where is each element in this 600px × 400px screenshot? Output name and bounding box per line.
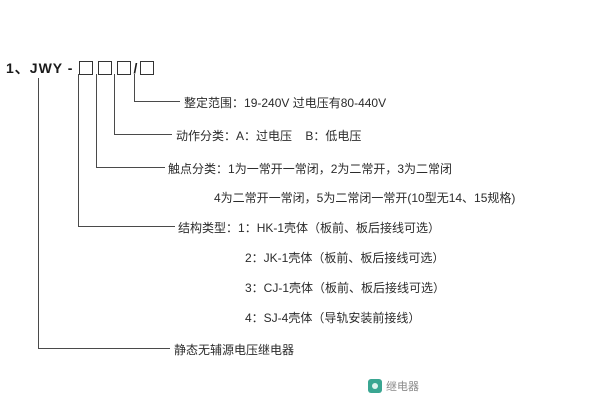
field-structure-label: 结构类型： — [178, 221, 239, 235]
field-action-label: 动作分类： — [176, 129, 237, 143]
connector-line-range — [134, 74, 135, 102]
connector-line-action — [114, 74, 115, 135]
connector-line-contact — [96, 74, 97, 168]
field-contact-value: 1为一常开一常闭，2为二常开，3为二常闭 — [228, 162, 453, 176]
field-contact-line2: 4为二常开一常闭，5为二常闭一常开(10型无14、15规格) — [214, 189, 515, 206]
field-structure-option-1: 1：HK-1壳体（板前、板后接线可选） — [238, 221, 441, 235]
field-structure-line2: 2：JK-1壳体（板前、板后接线可选） — [245, 249, 444, 266]
connector-line-contact-h — [96, 167, 165, 168]
field-structure-option-2: 2：JK-1壳体（板前、板后接线可选） — [245, 251, 445, 265]
field-structure: 结构类型： 1：HK-1壳体（板前、板后接线可选） — [178, 219, 440, 236]
model-digit-box-3 — [117, 61, 132, 75]
connector-line-action-h — [114, 134, 172, 135]
connector-line-structure-h — [78, 226, 175, 227]
model-digit-box-4 — [140, 61, 155, 75]
model-prefix-label: 1、JWY - — [6, 60, 74, 76]
watermark: 继电器 — [368, 378, 419, 394]
field-product-value: 静态无辅源电压继电器 — [174, 343, 295, 357]
field-range-label: 整定范围： — [184, 96, 245, 110]
field-range: 整定范围： 19-240V 过电压有80-440V — [184, 94, 386, 111]
field-structure-line4: 4：SJ-4壳体（导轨安装前接线） — [245, 309, 420, 326]
watermark-logo-icon — [368, 379, 382, 393]
field-structure-option-4: 4：SJ-4壳体（导轨安装前接线） — [245, 311, 421, 325]
model-designation: 1、JWY - / — [6, 58, 155, 78]
field-contact-label: 触点分类： — [168, 162, 229, 176]
field-contact-value2: 4为二常开一常闭，5为二常闭一常开(10型无14、15规格) — [214, 191, 516, 205]
field-product: 静态无辅源电压继电器 — [174, 341, 294, 358]
field-range-value: 19-240V 过电压有80-440V — [244, 96, 387, 110]
connector-line-structure — [78, 74, 79, 227]
watermark-text: 继电器 — [386, 381, 419, 393]
field-contact: 触点分类： 1为一常开一常闭，2为二常开，3为二常闭 — [168, 160, 452, 177]
model-digit-box-2 — [98, 61, 113, 75]
connector-line-product-h — [38, 348, 170, 349]
connector-line-range-h — [134, 101, 180, 102]
field-structure-line3: 3：CJ-1壳体（板前、板后接线可选） — [245, 279, 445, 296]
field-structure-option-3: 3：CJ-1壳体（板前、板后接线可选） — [245, 281, 446, 295]
connector-line-product — [38, 78, 39, 349]
model-separator: / — [133, 60, 139, 76]
model-digit-box-1 — [79, 61, 94, 75]
field-action-value: A：过电压 B：低电压 — [236, 129, 362, 143]
field-action: 动作分类： A：过电压 B：低电压 — [176, 127, 361, 144]
